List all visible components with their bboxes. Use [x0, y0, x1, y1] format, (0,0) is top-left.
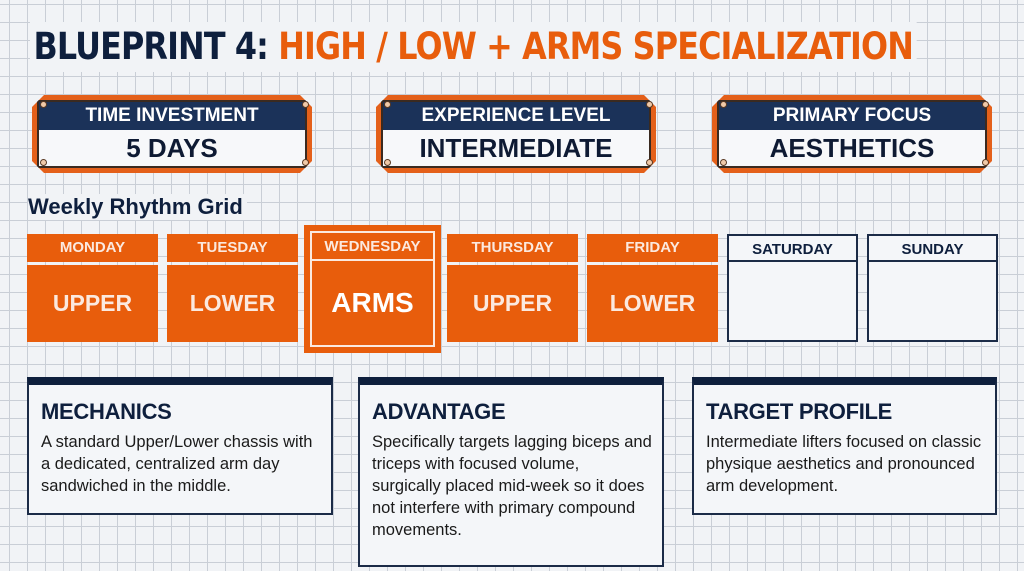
day-thursday: THURSDAY UPPER — [447, 234, 578, 342]
stat-label: EXPERIENCE LEVEL — [421, 105, 611, 126]
day-session — [867, 262, 998, 342]
day-session — [727, 262, 858, 342]
screw-icon — [982, 101, 989, 108]
day-session: ARMS — [331, 287, 414, 318]
card-advantage: ADVANTAGE Specifically targets lagging b… — [358, 377, 664, 567]
screw-icon — [302, 159, 309, 166]
stat-label: TIME INVESTMENT — [85, 105, 259, 126]
screw-icon — [384, 101, 391, 108]
stat-value: AESTHETICS — [719, 130, 985, 166]
screw-icon — [720, 159, 727, 166]
screw-icon — [40, 101, 47, 108]
card-title: TARGET PROFILE — [706, 399, 893, 424]
stat-value: 5 DAYS — [39, 130, 305, 166]
card-body: Specifically targets lagging biceps and … — [372, 433, 652, 539]
screw-icon — [646, 101, 653, 108]
day-session: LOWER — [167, 265, 298, 342]
card-body: A standard Upper/Lower chassis with a de… — [41, 433, 313, 495]
day-session: UPPER — [27, 265, 158, 342]
day-saturday: SATURDAY — [727, 234, 858, 342]
card-mechanics: MECHANICS A standard Upper/Lower chassis… — [27, 377, 333, 515]
card-target-profile: TARGET PROFILE Intermediate lifters focu… — [692, 377, 997, 515]
day-session: LOWER — [587, 265, 718, 342]
screw-icon — [982, 159, 989, 166]
day-name: TUESDAY — [167, 234, 298, 262]
card-title: ADVANTAGE — [372, 399, 506, 424]
day-session: UPPER — [447, 265, 578, 342]
screw-icon — [384, 159, 391, 166]
page-title: BLUEPRINT 4: HIGH / LOW + ARMS SPECIALIZ… — [30, 22, 917, 72]
weekly-grid-title: Weekly Rhythm Grid — [28, 194, 247, 220]
stat-plaque-primary-focus: PRIMARY FOCUS AESTHETICS — [712, 95, 992, 173]
screw-icon — [720, 101, 727, 108]
title-prefix: BLUEPRINT 4: — [33, 25, 269, 68]
stat-label: PRIMARY FOCUS — [772, 105, 932, 126]
day-wednesday-highlighted: WEDNESDAY ARMS — [304, 225, 441, 353]
screw-icon — [302, 101, 309, 108]
screw-icon — [646, 159, 653, 166]
day-sunday: SUNDAY — [867, 234, 998, 342]
stat-plaque-time-investment: TIME INVESTMENT 5 DAYS — [32, 95, 312, 173]
day-tuesday: TUESDAY LOWER — [167, 234, 298, 342]
day-friday: FRIDAY LOWER — [587, 234, 718, 342]
day-name: MONDAY — [27, 234, 158, 262]
stat-plaque-experience-level: EXPERIENCE LEVEL INTERMEDIATE — [376, 95, 656, 173]
day-name: FRIDAY — [587, 234, 718, 262]
stat-value: INTERMEDIATE — [383, 130, 649, 166]
card-title: MECHANICS — [41, 399, 172, 424]
title-main: HIGH / LOW + ARMS SPECIALIZATION — [278, 25, 914, 68]
day-name: SATURDAY — [727, 234, 858, 262]
day-name: THURSDAY — [447, 234, 578, 262]
day-name: SUNDAY — [867, 234, 998, 262]
day-name: WEDNESDAY — [312, 233, 433, 261]
day-monday: MONDAY UPPER — [27, 234, 158, 342]
screw-icon — [40, 159, 47, 166]
card-body: Intermediate lifters focused on classic … — [706, 433, 982, 495]
